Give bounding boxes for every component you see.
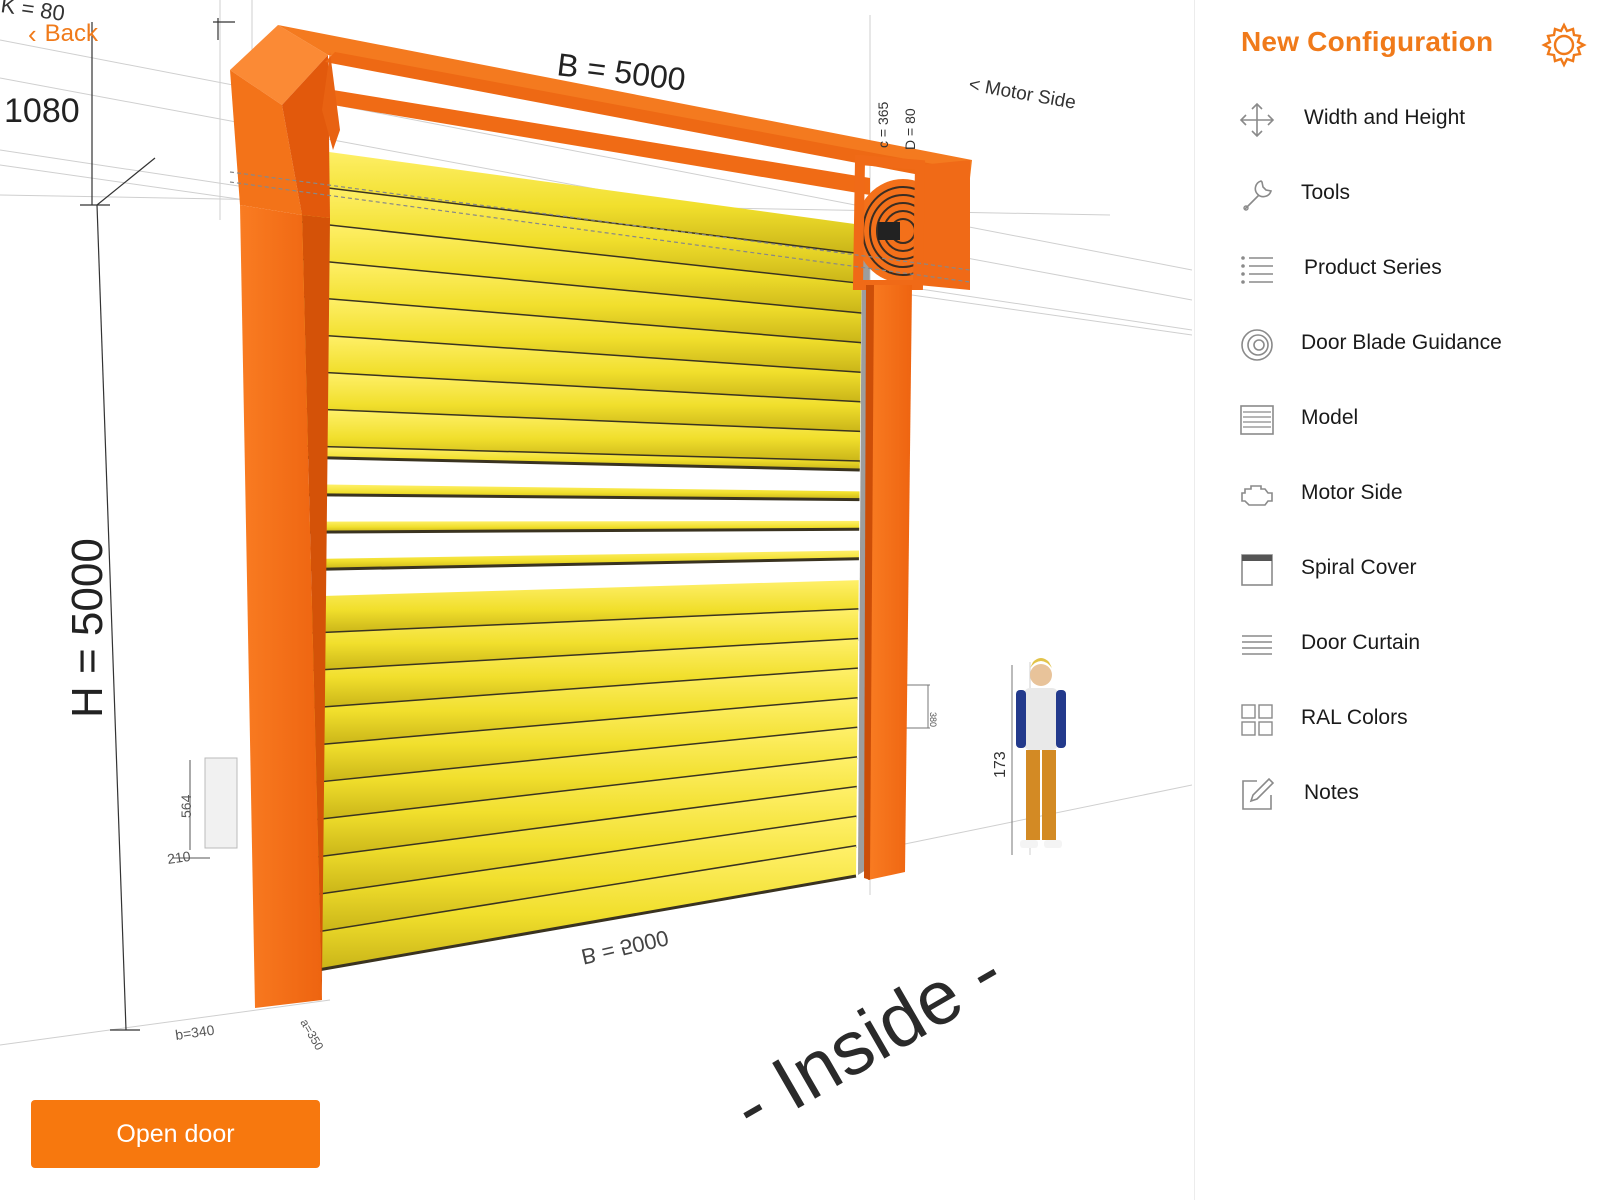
menu-label: Model xyxy=(1301,406,1359,429)
menu-item-door-curtain[interactable]: Door Curtain xyxy=(1195,607,1600,682)
open-door-button[interactable]: Open door xyxy=(31,1100,320,1168)
spiral-icon xyxy=(1241,329,1273,361)
floor-label: - Inside - xyxy=(718,928,1017,1149)
menu-item-product-series[interactable]: Product Series xyxy=(1195,232,1600,307)
curtain-slat xyxy=(304,334,861,403)
dim-a350: a=350 xyxy=(297,1017,326,1053)
dim-motor-side: < Motor Side xyxy=(967,74,1077,113)
person-scale-figure xyxy=(1016,658,1066,848)
menu-label: Spiral Cover xyxy=(1301,556,1417,579)
back-button[interactable]: ‹ Back xyxy=(28,20,98,48)
dim-380: 380 xyxy=(928,712,938,727)
dim-width-bottom: B = 5000 xyxy=(579,925,671,969)
menu-item-notes[interactable]: Notes xyxy=(1195,757,1600,832)
curtain-slat xyxy=(306,446,860,471)
menu-label: Motor Side xyxy=(1301,481,1403,504)
model-icon xyxy=(1240,405,1274,435)
curtain-slat xyxy=(310,609,859,672)
curtain-slat xyxy=(309,550,859,570)
curtain-slat xyxy=(300,148,862,255)
curtain-slat xyxy=(314,757,858,858)
curtain-slat xyxy=(304,372,861,433)
menu-item-model[interactable]: Model xyxy=(1195,382,1600,457)
door-3d-viewport[interactable]: K = 80 1080 B = 5000 < Motor Side H = 50… xyxy=(0,0,1192,1200)
chevron-left-icon: ‹ xyxy=(28,19,37,49)
curtain-slat xyxy=(312,668,858,746)
gear-icon[interactable] xyxy=(1541,22,1587,68)
menu-item-spiral-cover[interactable]: Spiral Cover xyxy=(1195,532,1600,607)
curtain-slat xyxy=(309,580,859,634)
curtain-slat-seam xyxy=(317,874,857,972)
menu-label: Tools xyxy=(1301,181,1351,204)
menu-item-tools[interactable]: Tools xyxy=(1195,157,1600,232)
dim-b340: b=340 xyxy=(174,1022,215,1043)
menu-label: Notes xyxy=(1304,781,1359,804)
dim-person-height: 173 xyxy=(992,751,1009,778)
curtain-slat xyxy=(313,698,858,784)
curtain-slat-seam xyxy=(306,445,860,464)
move-arrows-icon xyxy=(1239,102,1275,138)
wrench-icon xyxy=(1243,180,1273,211)
curtain-slat xyxy=(305,409,861,462)
curtain-slat-seam xyxy=(309,557,859,571)
curtain-slat-seam xyxy=(308,527,860,534)
dim-height: H = 5000 xyxy=(63,538,112,718)
menu-item-motor-side[interactable]: Motor Side xyxy=(1195,457,1600,532)
menu-item-width-height[interactable]: Width and Height xyxy=(1195,82,1600,157)
menu-label: RAL Colors xyxy=(1301,706,1408,729)
cover-icon xyxy=(1241,554,1273,586)
curtain-slat xyxy=(303,297,861,373)
menu-item-ral-colors[interactable]: RAL Colors xyxy=(1195,682,1600,757)
curtain-slat xyxy=(301,222,862,314)
curtain-slat xyxy=(313,728,858,821)
dim-210: 210 xyxy=(166,848,192,867)
grid-icon xyxy=(1241,704,1273,736)
door-drawing: K = 80 1080 B = 5000 < Motor Side H = 50… xyxy=(0,0,1192,1150)
menu-label: Door Blade Guidance xyxy=(1301,331,1502,354)
curtain-slat-seam xyxy=(307,493,860,502)
config-menu: Width and Height Tools Product Series Do… xyxy=(1195,82,1600,832)
menu-label: Door Curtain xyxy=(1301,631,1421,654)
curtain-slat xyxy=(317,846,857,970)
dim-365: c = 365 xyxy=(875,101,891,148)
curtain-slat xyxy=(316,816,857,933)
list-icon xyxy=(1241,256,1273,284)
curtain-slat-seam xyxy=(306,455,860,472)
curtain-icon xyxy=(1242,635,1272,655)
dim-564: 564 xyxy=(178,794,194,818)
menu-label: Width and Height xyxy=(1304,106,1466,129)
dim-1080: 1080 xyxy=(4,92,80,130)
menu-item-door-blade-guidance[interactable]: Door Blade Guidance xyxy=(1195,307,1600,382)
edit-icon xyxy=(1242,777,1275,810)
curtain-slat xyxy=(302,260,862,344)
panel-title: New Configuration xyxy=(1241,26,1494,57)
configuration-panel: New Configuration Width and Height Tools xyxy=(1194,0,1600,1200)
curtain-slat xyxy=(315,787,857,896)
menu-label: Product Series xyxy=(1304,256,1442,279)
engine-icon xyxy=(1241,485,1273,506)
dim-80: D = 80 xyxy=(902,108,918,150)
back-label: Back xyxy=(44,20,99,47)
curtain-slat xyxy=(311,639,859,709)
